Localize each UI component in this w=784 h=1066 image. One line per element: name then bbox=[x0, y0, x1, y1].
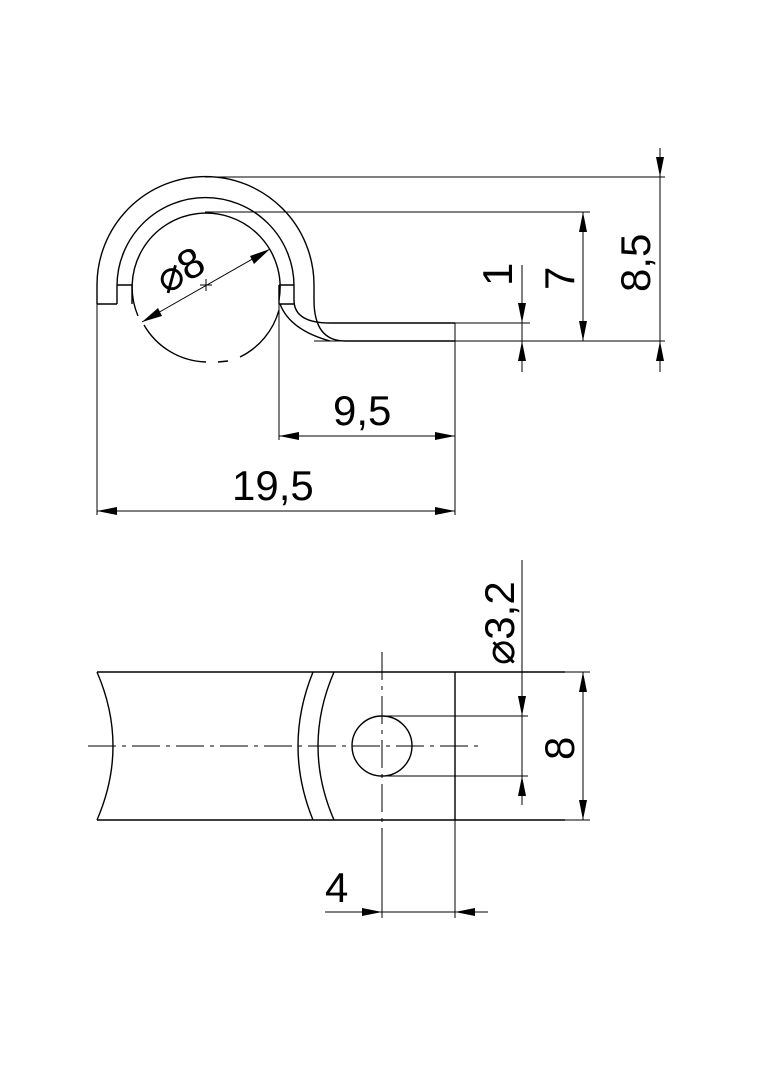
arrowhead bbox=[435, 507, 455, 515]
top-view: ⌀3,2 8 4 bbox=[88, 560, 590, 918]
clip-inner-profile bbox=[116, 196, 455, 324]
side-view: ⌀8 9,5 19,5 1 7 8,5 bbox=[96, 148, 665, 515]
arrowhead bbox=[455, 908, 475, 916]
clip-foot-right bbox=[278, 284, 331, 342]
arrowhead bbox=[656, 341, 664, 361]
arrowhead bbox=[579, 212, 587, 232]
arrowhead bbox=[518, 341, 526, 361]
arrowhead bbox=[518, 776, 526, 796]
dim-19-5-label: 19,5 bbox=[232, 462, 314, 509]
dim-8-5-label: 8,5 bbox=[612, 234, 659, 292]
arrowhead bbox=[142, 308, 162, 322]
dim-1-label: 1 bbox=[474, 263, 521, 286]
dim-8-label: 8 bbox=[536, 737, 583, 760]
arrowhead bbox=[518, 303, 526, 323]
pipe-diameter-label-group: ⌀8 bbox=[147, 237, 213, 302]
dim-3-2-label: ⌀3,2 bbox=[476, 581, 523, 665]
dim-4-label: 4 bbox=[325, 864, 348, 911]
arrowhead bbox=[362, 908, 382, 916]
arrowhead bbox=[279, 432, 299, 440]
arrowhead bbox=[250, 249, 270, 264]
arrowhead bbox=[579, 321, 587, 341]
arrowhead bbox=[97, 507, 117, 515]
dim-9-5-label: 9,5 bbox=[333, 387, 391, 434]
arrowhead bbox=[656, 157, 664, 177]
arrowhead bbox=[579, 800, 587, 820]
pipe-diameter-label: ⌀8 bbox=[147, 237, 213, 302]
clip-foot-left bbox=[97, 284, 133, 305]
arrowhead bbox=[435, 432, 455, 440]
arrowhead bbox=[579, 672, 587, 692]
dim-7-label: 7 bbox=[536, 267, 583, 290]
pipe-circle bbox=[131, 212, 281, 363]
extension-lines bbox=[381, 671, 590, 918]
extension-lines bbox=[96, 176, 665, 515]
arrowhead bbox=[518, 696, 526, 716]
center-mark-icon bbox=[200, 279, 212, 291]
clip-outer-profile bbox=[96, 175, 455, 342]
